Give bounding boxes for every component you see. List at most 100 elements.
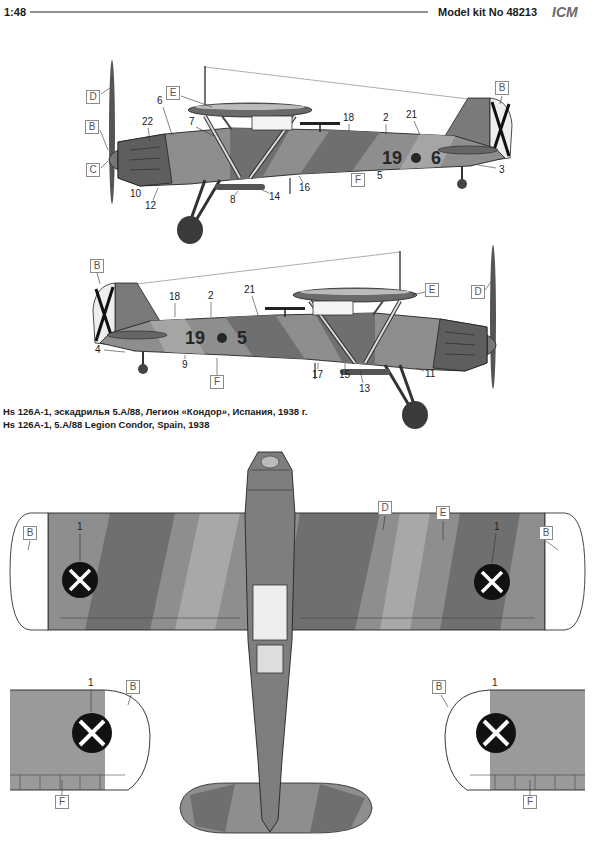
fuselage-code: 5 (237, 329, 247, 347)
callout-letter: D (89, 92, 96, 102)
callout-letter: E (429, 285, 436, 295)
plan-view (60, 618, 535, 619)
plan-view (253, 585, 287, 640)
callout-number: 1 (88, 678, 94, 688)
leader-line (416, 368, 424, 371)
leader-line (252, 296, 258, 315)
header-text: Model kit No 48213 (438, 7, 537, 18)
plan-view (440, 513, 520, 630)
callout-letter: B (543, 528, 550, 538)
leader-line (80, 533, 81, 561)
leader-line (546, 541, 558, 550)
leader-line (299, 176, 303, 183)
leader-line (91, 689, 92, 712)
plan-view (10, 513, 48, 630)
callout-letter: E (170, 88, 177, 98)
callout-number: 21 (406, 110, 417, 120)
plan-view (48, 513, 545, 630)
wingtip-underside (484, 721, 508, 745)
leader-line (478, 165, 496, 168)
letter-callout-box: E (436, 506, 450, 520)
letter-callout-box: B (90, 259, 104, 273)
callout-number: 8 (230, 195, 236, 205)
leader-line (262, 190, 269, 193)
letter-callout-box: D (378, 501, 392, 515)
leader-line (217, 358, 218, 375)
plan-view (474, 564, 510, 600)
letter-callout-box: F (210, 375, 224, 389)
letter-callout-box: D (86, 90, 100, 104)
header-rule (30, 12, 428, 13)
fuselage-code: 6 (431, 149, 441, 167)
callout-number: 12 (145, 201, 156, 211)
plan-view (62, 562, 98, 598)
leader-line (196, 127, 214, 136)
wingtip-underside (10, 690, 585, 790)
leader-line (104, 350, 125, 352)
code-dot (217, 153, 421, 343)
leader-line (500, 96, 502, 104)
wingtip-underside (470, 775, 585, 790)
callout-number: 5 (377, 171, 383, 181)
leader-line (360, 370, 363, 383)
plan-view (248, 470, 292, 490)
leader-line (349, 124, 350, 131)
letter-callout-box: B (23, 526, 37, 540)
callout-number: 1 (492, 678, 498, 688)
callout-number: 2 (208, 291, 214, 301)
plan-view (310, 784, 365, 833)
leader-line (128, 695, 131, 705)
leader-line (530, 780, 531, 795)
plan-view (10, 452, 585, 833)
letter-callout-box: E (166, 86, 180, 100)
callout-letter: B (436, 682, 443, 692)
wingtip-underside (10, 690, 150, 790)
letter-callout-box: B (432, 680, 446, 694)
header-text: 1:48 (4, 7, 26, 18)
letter-callout-box: F (523, 795, 537, 809)
left-profile (109, 60, 512, 244)
callout-number: 2 (383, 113, 389, 123)
leader-line (412, 292, 425, 295)
leader-line (441, 695, 448, 707)
leader-line (318, 363, 319, 369)
fuselage-code: 19 (382, 149, 402, 167)
letter-callout-box: B (126, 680, 140, 694)
plan-view (175, 513, 240, 630)
letter-callout-box: B (495, 81, 509, 95)
callout-letter: F (355, 175, 361, 185)
fuselage-code: 19 (185, 329, 205, 347)
leader-line (100, 130, 108, 150)
leader-line (153, 188, 158, 200)
leader-line (414, 121, 420, 135)
callout-letter: C (89, 165, 96, 175)
letter-callout-box: E (425, 283, 439, 297)
callout-letter: D (381, 503, 388, 513)
leader-line (185, 355, 186, 359)
leader-line (101, 161, 108, 168)
brand-logo: ICM (552, 5, 578, 19)
letter-callout-box: F (55, 795, 69, 809)
callout-number: 15 (339, 370, 350, 380)
leader-line (345, 363, 346, 369)
plan-view (261, 456, 279, 468)
leader-line (148, 128, 150, 141)
code-dot (217, 333, 227, 343)
callout-number: 4 (95, 345, 101, 355)
leader-line (485, 282, 491, 290)
letter-callout-box: D (471, 285, 485, 299)
wingtip-underside (72, 713, 112, 753)
code-dot (411, 153, 421, 163)
callout-letter: B (499, 83, 506, 93)
callout-number: 7 (189, 117, 195, 127)
callout-letter: F (59, 797, 65, 807)
callout-letter: B (130, 682, 137, 692)
wingtip-underside (445, 690, 585, 790)
letter-callout-box: F (351, 173, 365, 187)
letter-callout-box: B (539, 526, 553, 540)
plan-view (245, 452, 295, 832)
leader-line (28, 541, 30, 550)
callout-number: 10 (130, 189, 141, 199)
wingtip-underside (80, 721, 104, 745)
letter-callout-box: B (85, 120, 99, 134)
